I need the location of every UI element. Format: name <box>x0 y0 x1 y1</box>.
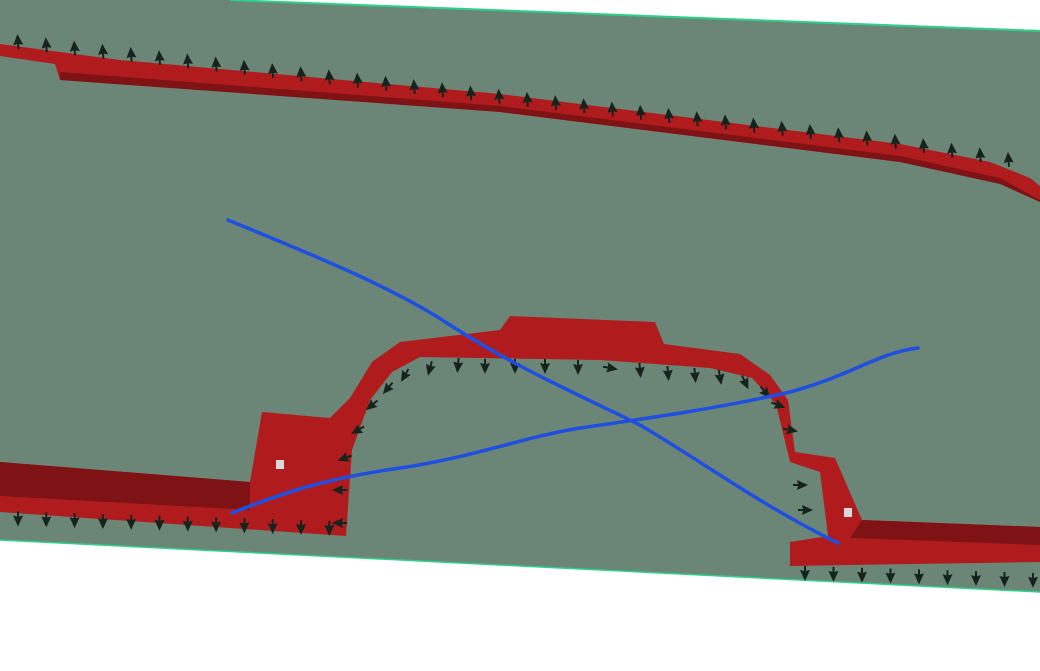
arrow-marker-top <box>494 88 505 104</box>
arrow-marker-top <box>126 46 137 62</box>
arrow-marker-bottom-right <box>999 571 1010 587</box>
arrow-marker-arch <box>453 357 464 373</box>
arrow-marker-top <box>352 72 363 88</box>
arrow-marker-top <box>777 120 788 136</box>
arrow-marker-bottom-left <box>182 516 193 532</box>
plane-edge-top <box>229 0 1040 32</box>
arrow-marker-bottom-left <box>154 515 165 531</box>
arrow-marker-arch <box>365 399 379 411</box>
arrow-marker-arch <box>382 381 394 395</box>
tab-hole <box>844 508 852 517</box>
arrow-marker-arch <box>573 360 583 375</box>
arrow-marker-top <box>890 133 901 149</box>
arrow-marker-arch <box>332 485 347 495</box>
arrow-marker-top <box>409 79 420 95</box>
arrow-marker-bottom-left <box>69 513 80 529</box>
arrow-marker-top <box>183 53 193 69</box>
arrow-marker-bottom-left <box>211 517 222 533</box>
arrow-marker-bottom-left <box>41 512 52 528</box>
arrow-marker-top <box>805 123 816 140</box>
arrow-marker-top <box>381 75 392 91</box>
arrow-marker-arch <box>689 367 700 383</box>
arrow-marker-bottom-right <box>942 570 953 586</box>
arrow-marker-arch <box>793 480 808 490</box>
arrow-marker-top <box>211 56 222 72</box>
arrow-marker-bottom-right <box>828 566 839 582</box>
arrow-marker-top <box>579 98 590 114</box>
arrow-marker-top <box>69 40 80 56</box>
arrow-marker-bottom-right <box>885 568 896 584</box>
arrow-marker-top <box>918 137 929 154</box>
arrow-marker-bottom-left <box>296 520 306 536</box>
arrow-marker-arch <box>337 452 352 462</box>
arrow-marker-top <box>324 69 335 85</box>
arrow-marker-arch <box>634 362 645 378</box>
arrow-marker-top <box>437 82 448 98</box>
arrow-marker-top <box>41 37 52 53</box>
arrow-markers <box>13 34 1038 588</box>
arrow-marker-arch <box>771 399 786 409</box>
arrow-marker-arch <box>540 359 550 374</box>
arrow-marker-top <box>239 59 250 75</box>
arrow-marker-arch <box>332 518 347 528</box>
arrow-marker-top <box>154 50 165 66</box>
arrow-marker-top <box>550 95 561 111</box>
arrow-marker-bottom-left <box>324 520 335 536</box>
annotation-stroke-1 <box>226 218 840 545</box>
arrow-marker-bottom-right <box>914 569 924 585</box>
arrow-marker-arch <box>480 359 490 374</box>
arrow-marker-top <box>947 142 958 158</box>
arrow-marker-arch <box>714 369 725 385</box>
top-rail-part <box>0 44 1040 202</box>
arrow-marker-top <box>720 114 731 130</box>
annotation-stroke-2 <box>230 346 920 515</box>
arrow-marker-arch <box>662 365 673 381</box>
arrow-marker-top <box>692 111 703 127</box>
arrow-marker-bottom-right <box>857 567 867 583</box>
arrow-marker-top <box>833 127 844 143</box>
arrow-marker-top <box>635 104 646 120</box>
arrow-marker-arch <box>602 362 618 373</box>
arrow-marker-top <box>1003 151 1014 167</box>
arrow-marker-bottom-left <box>97 514 108 530</box>
arrow-marker-arch <box>351 424 365 434</box>
arrow-marker-arch <box>759 385 771 399</box>
arrow-marker-top <box>466 85 476 101</box>
arrow-marker-bottom-left <box>267 519 278 535</box>
arrow-marker-bottom-right <box>800 566 810 581</box>
arch-shade <box>0 462 1040 545</box>
arrow-marker-top <box>13 34 24 50</box>
arrow-marker-arch <box>425 360 436 376</box>
arrow-marker-arch <box>739 375 749 390</box>
arrow-marker-top <box>749 117 759 133</box>
arrow-marker-top <box>296 66 307 82</box>
arrow-marker-arch <box>401 368 411 382</box>
plane-edge-bottom <box>0 539 1040 593</box>
arrow-marker-top <box>664 107 675 123</box>
arrow-marker-top <box>522 91 533 107</box>
arrow-marker-top <box>98 43 109 59</box>
arrow-marker-bottom-right <box>971 571 981 587</box>
arrow-marker-top <box>607 101 618 117</box>
tab-hole <box>276 460 284 469</box>
arrow-marker-arch <box>510 359 520 374</box>
arrow-marker-bottom-left <box>126 514 137 530</box>
arrow-marker-bottom-left <box>239 518 250 534</box>
arrow-marker-top <box>975 147 986 163</box>
arrow-marker-bottom-left <box>13 511 23 527</box>
arrow-marker-top <box>862 130 873 146</box>
arrow-marker-arch <box>782 424 798 435</box>
arrow-marker-top <box>267 62 278 78</box>
arrow-marker-arch <box>798 505 813 515</box>
arrow-marker-bottom-right <box>1028 572 1038 588</box>
top-rail-shade <box>60 72 1040 202</box>
